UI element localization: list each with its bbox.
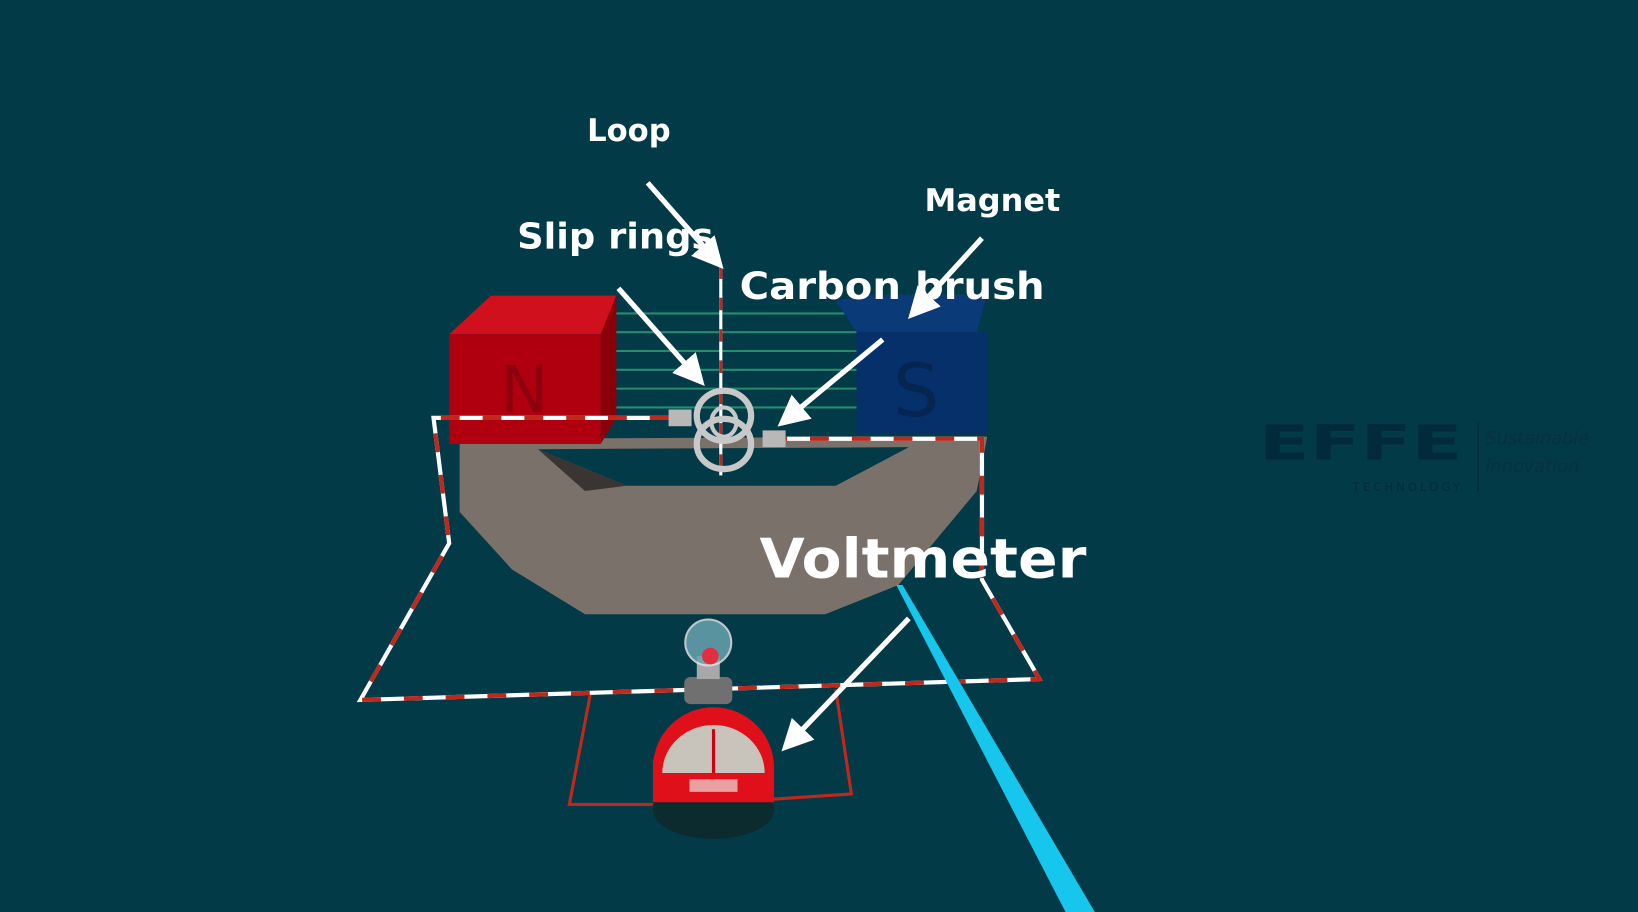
magnet-arrow xyxy=(908,236,984,320)
label-arrows xyxy=(616,181,984,752)
logo-tagline-1: Sustainable xyxy=(1485,429,1589,449)
logo-tagline-2: innovation xyxy=(1485,457,1579,477)
label-carbon-brush: Carbon brush xyxy=(740,264,1045,308)
vr-pointer-beam xyxy=(896,585,1095,912)
north-pole-block: N xyxy=(449,295,617,444)
carbon-brush-arrow xyxy=(777,337,885,427)
effe-technology-logo: EFFE TECHNOLOGY Sustainable innovation xyxy=(1259,416,1590,494)
voltmeter-arrow xyxy=(781,616,911,752)
slip-rings-arrow xyxy=(616,286,705,386)
light-bulb xyxy=(684,618,733,705)
logo-brand: EFFE xyxy=(1259,416,1463,472)
voltmeter xyxy=(652,707,775,839)
south-pole-block: S xyxy=(835,294,988,434)
label-voltmeter: Voltmeter xyxy=(759,528,1086,591)
logo-sub: TECHNOLOGY xyxy=(1352,480,1463,494)
horseshoe-shadow xyxy=(537,449,627,491)
carbon-brush-right xyxy=(762,430,786,448)
slip-rings xyxy=(693,387,755,473)
carbon-brush-left xyxy=(668,409,692,427)
label-slip-rings: Slip rings xyxy=(517,217,713,258)
south-pole-letter: S xyxy=(893,349,939,434)
loop-arrow xyxy=(645,181,724,270)
label-loop: Loop xyxy=(587,113,671,149)
label-magnet: Magnet xyxy=(925,183,1061,219)
